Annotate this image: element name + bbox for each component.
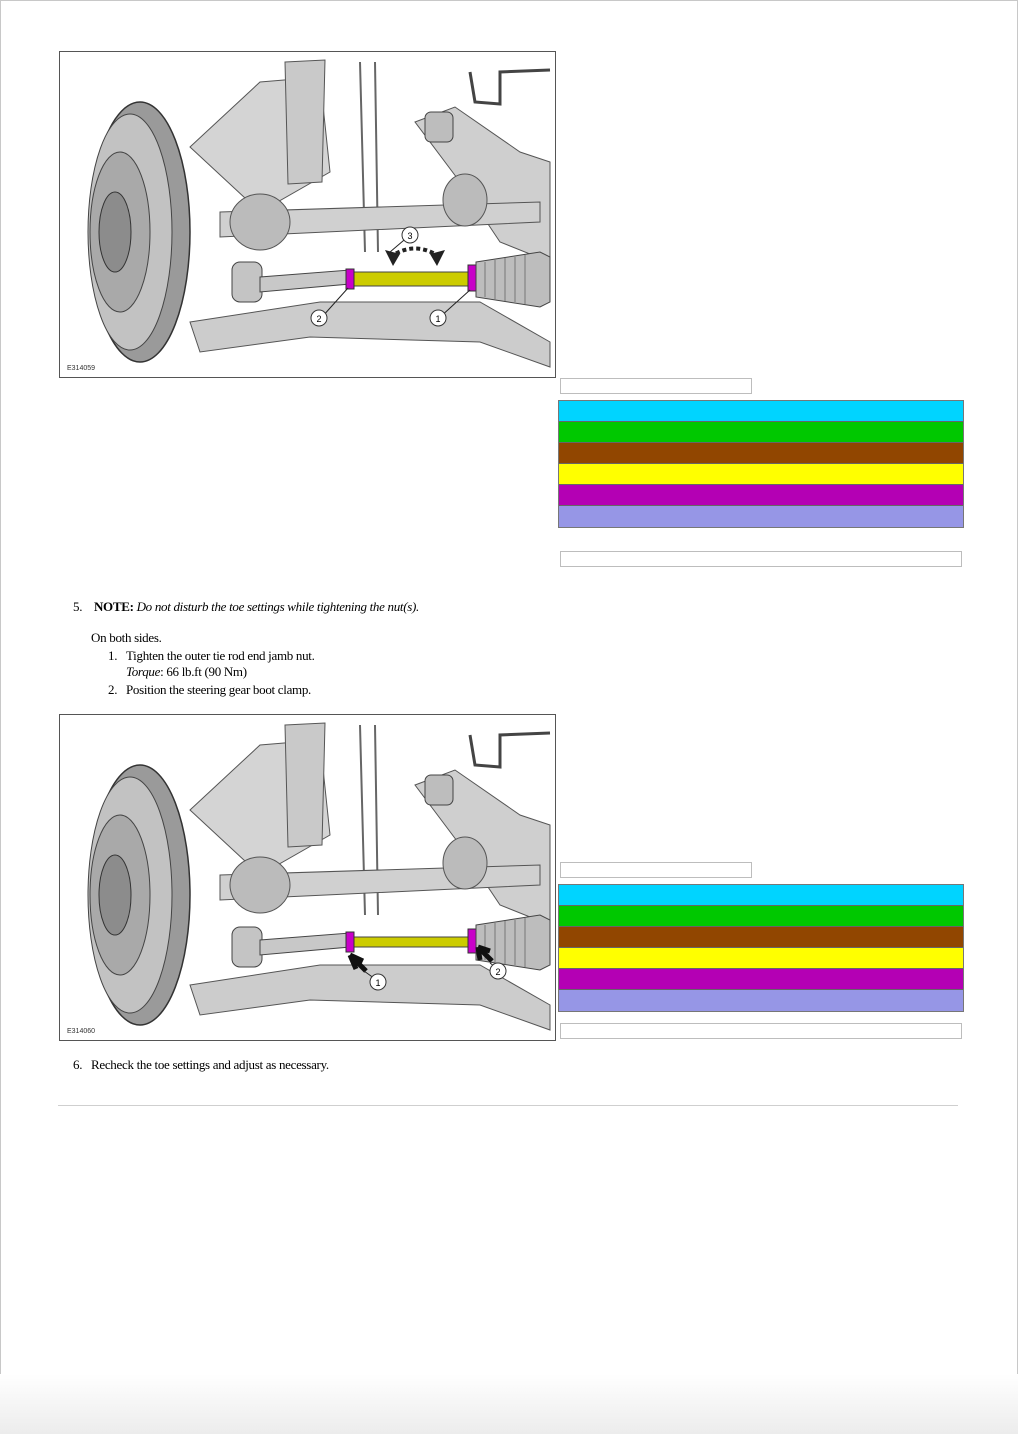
callout-2: 2 bbox=[495, 967, 500, 977]
note-text: Do not disturb the toe settings while ti… bbox=[136, 599, 420, 614]
suspension-illustration: 1 2 bbox=[87, 722, 551, 1031]
page-bottom-shade bbox=[0, 1374, 1018, 1434]
figure-id: E314060 bbox=[67, 1028, 96, 1035]
color-key-table bbox=[558, 884, 964, 1012]
step-number: 6. bbox=[73, 1057, 83, 1072]
color-row-yellow bbox=[559, 948, 963, 969]
legend-header-box bbox=[560, 862, 752, 878]
callout-1: 1 bbox=[435, 314, 440, 324]
color-row-lavender bbox=[559, 506, 963, 527]
figure-e314059: 1 2 3 E314059 bbox=[59, 51, 556, 378]
color-row-brown bbox=[559, 443, 963, 464]
color-row-cyan bbox=[559, 401, 963, 422]
callout-2: 2 bbox=[316, 314, 321, 324]
step-5: 5. NOTE: Do not disturb the toe settings… bbox=[73, 598, 419, 615]
color-row-lavender bbox=[559, 990, 963, 1011]
callout-1: 1 bbox=[375, 978, 380, 988]
color-row-yellow bbox=[559, 464, 963, 485]
color-row-brown bbox=[559, 927, 963, 948]
legend-header-box bbox=[560, 378, 752, 394]
color-row-green bbox=[559, 422, 963, 443]
color-row-magenta bbox=[559, 485, 963, 506]
callout-3: 3 bbox=[407, 231, 412, 241]
section-divider bbox=[58, 1105, 958, 1106]
legend-footer-box bbox=[560, 1023, 962, 1039]
step-6: 6. Recheck the toe settings and adjust as… bbox=[73, 1056, 329, 1073]
suspension-illustration: 1 2 3 bbox=[87, 59, 551, 368]
legend-footer-box bbox=[560, 551, 962, 567]
color-key-table bbox=[558, 400, 964, 528]
step-text: Recheck the toe settings and adjust as n… bbox=[91, 1057, 329, 1072]
note-label: NOTE: bbox=[93, 599, 134, 614]
torque-spec: Torque: 66 lb.ft (90 Nm) bbox=[126, 663, 247, 680]
color-row-cyan bbox=[559, 885, 963, 906]
color-row-green bbox=[559, 906, 963, 927]
torque-label: Torque bbox=[126, 664, 161, 679]
torque-value: : 66 lb.ft (90 Nm) bbox=[160, 664, 247, 679]
substep-2: 2.Position the steering gear boot clamp. bbox=[108, 682, 312, 697]
figure-e314060: 1 2 E314060 bbox=[59, 714, 556, 1041]
color-row-magenta bbox=[559, 969, 963, 990]
figure-id: E314059 bbox=[67, 365, 96, 372]
step-number: 5. bbox=[73, 599, 83, 614]
step-5-intro: On both sides. bbox=[91, 630, 162, 645]
substep-1: 1.Tighten the outer tie rod end jamb nut… bbox=[108, 648, 315, 663]
